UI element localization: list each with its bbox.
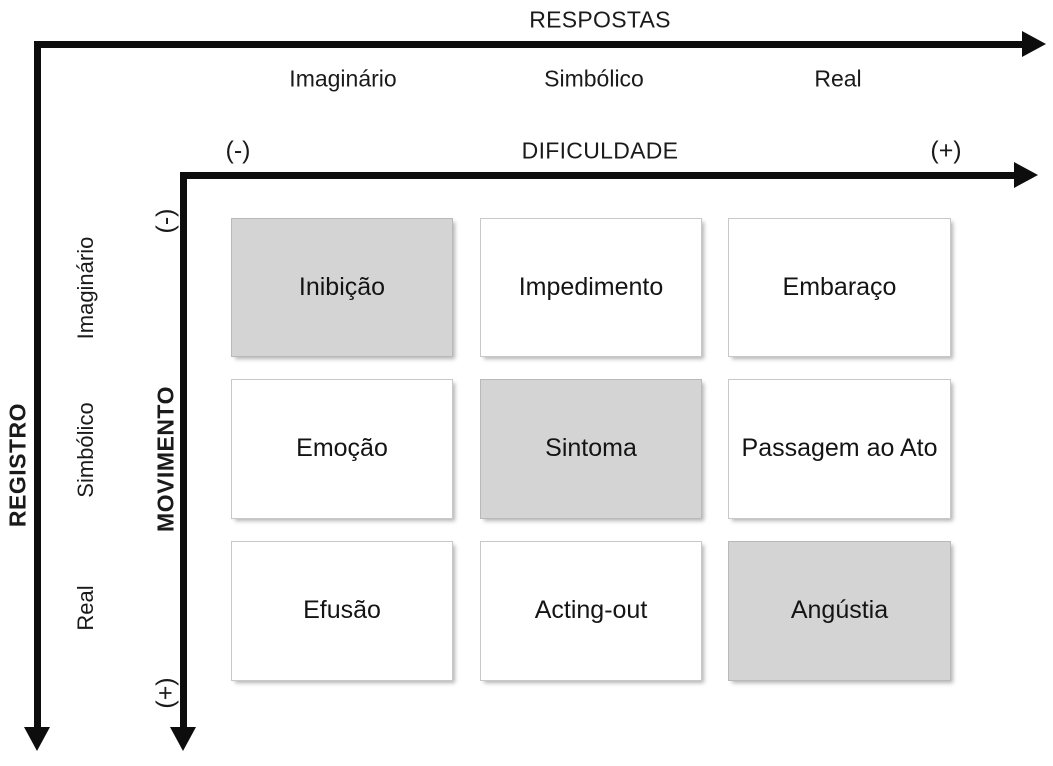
row-header-real: Real — [73, 585, 98, 631]
grid-cell-label: Passagem ao Ato — [741, 434, 938, 463]
movimento-max-sign: (+) — [151, 677, 180, 709]
movimento-min-sign: (-) — [151, 208, 180, 234]
registro-arrow-icon — [24, 727, 50, 751]
movimento-axis-title: MOVIMENTO — [152, 386, 179, 532]
grid-cell-r3c2[interactable]: Acting-out — [480, 541, 702, 681]
dificuldade-axis-title: DIFICULDADE — [521, 137, 679, 164]
grid-cell-r2c2[interactable]: Sintoma — [480, 379, 702, 519]
grid-cell-label: Efusão — [303, 596, 381, 625]
grid-cell-label: Embaraço — [782, 272, 897, 301]
grid-cell-r3c1[interactable]: Efusão — [231, 541, 453, 681]
grid-cell-label: Angústia — [790, 596, 889, 625]
grid-cell-label: Sintoma — [545, 434, 637, 463]
grid-cell-r2c3[interactable]: Passagem ao Ato — [728, 379, 951, 519]
dificuldade-min-sign: (-) — [225, 136, 251, 165]
respostas-arrow-icon — [1022, 31, 1046, 57]
row-header-imaginario: Imaginário — [73, 236, 98, 340]
dificuldade-axis-line — [186, 172, 1022, 179]
grid-cell-label: Emoção — [296, 434, 388, 463]
grid-cell-r2c1[interactable]: Emoção — [231, 379, 453, 519]
grid-cell-r1c3[interactable]: Embaraço — [728, 218, 951, 357]
grid-cell-r3c3[interactable]: Angústia — [728, 541, 951, 681]
movimento-arrow-icon — [170, 727, 196, 751]
grid-cell-label: Acting-out — [534, 596, 648, 625]
respostas-axis-line — [40, 41, 1030, 48]
movimento-axis-line — [180, 172, 187, 731]
dificuldade-arrow-icon — [1014, 162, 1038, 188]
grid-cell-label: Impedimento — [518, 272, 664, 301]
column-header-simbolico: Simbólico — [544, 65, 644, 92]
column-header-real: Real — [814, 65, 862, 92]
dificuldade-max-sign: (+) — [930, 136, 962, 165]
column-header-imaginario: Imaginário — [289, 65, 397, 92]
grid-cell-label: Inibição — [298, 272, 386, 301]
registro-axis-line — [34, 41, 41, 731]
registro-axis-title: REGISTRO — [4, 402, 31, 528]
top-axis-title: RESPOSTAS — [529, 6, 671, 33]
grid-cell-r1c2[interactable]: Impedimento — [480, 218, 702, 357]
row-header-simbolico: Simbólico — [73, 402, 98, 498]
grid-cell-r1c1[interactable]: Inibição — [231, 218, 453, 357]
